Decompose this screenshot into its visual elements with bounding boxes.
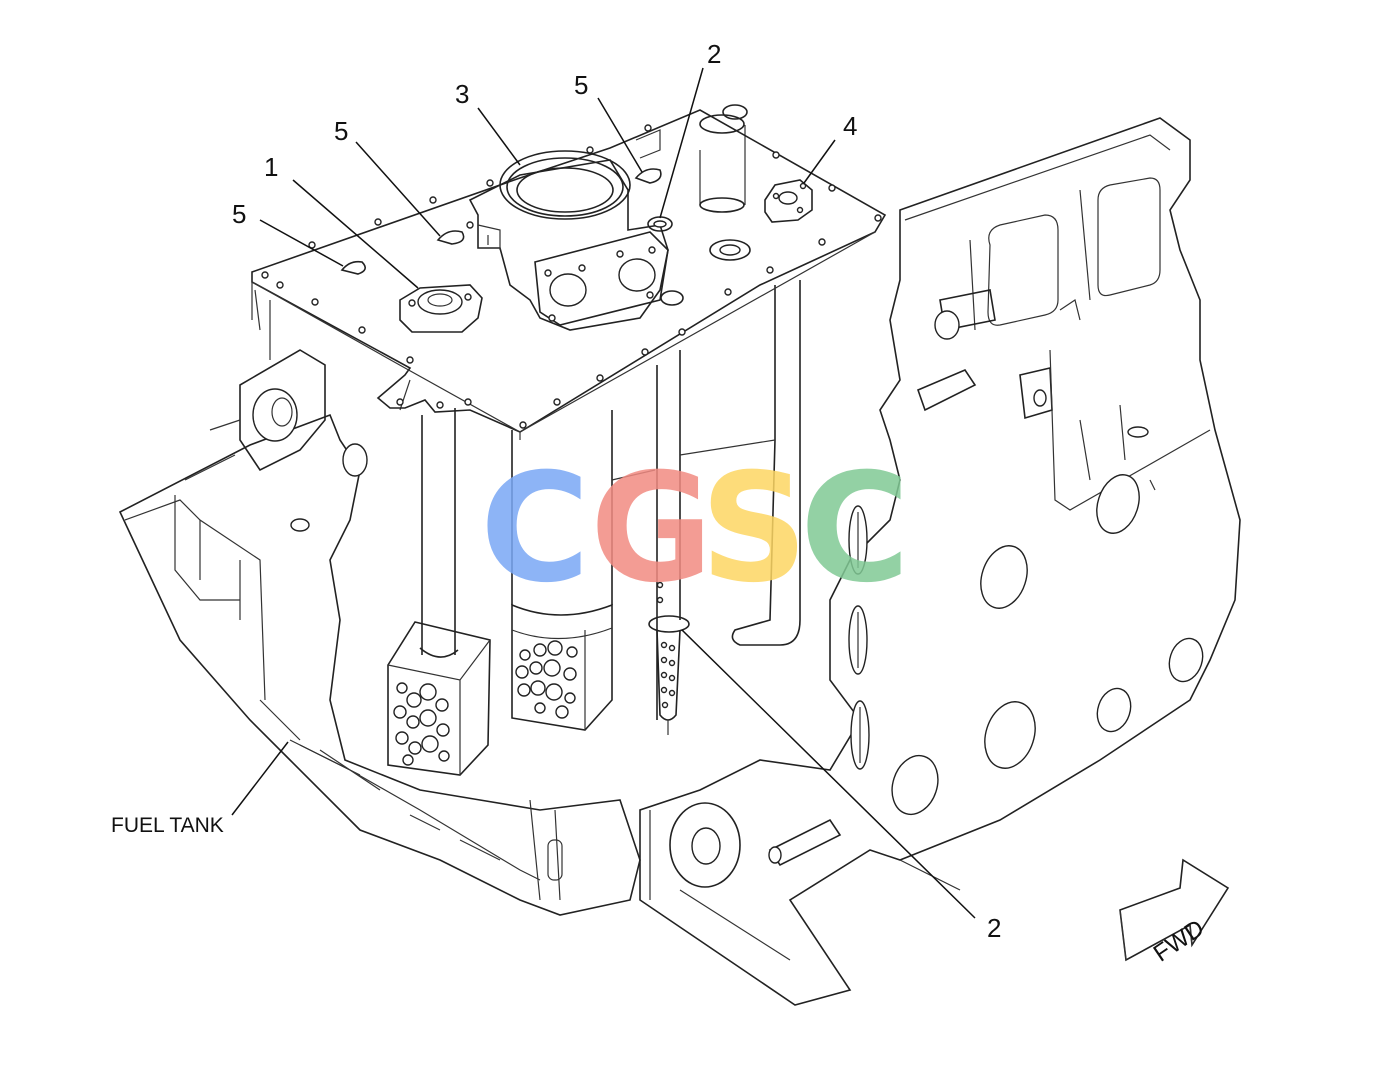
strainer-2-perforations <box>515 640 578 719</box>
watermark-letter-c1: C <box>480 442 590 616</box>
suction-tubes <box>387 114 801 776</box>
callout-5-middle: 5 <box>334 116 348 146</box>
cover-plate <box>251 104 887 440</box>
watermark: C G S C <box>480 442 910 616</box>
callout-2-top: 2 <box>707 39 721 69</box>
cover-plate-bolts <box>261 124 882 429</box>
fwd-label: FWD <box>1149 915 1209 968</box>
callout-5-right: 5 <box>574 70 588 100</box>
watermark-letter-c2: C <box>800 442 910 616</box>
watermark-letter-s: S <box>700 442 808 616</box>
callout-2-bottom: 2 <box>987 913 1001 943</box>
watermark-letter-g: G <box>590 442 713 616</box>
fuel-tank-label: FUEL TANK <box>111 814 224 837</box>
engine-block <box>639 117 1241 1006</box>
callout-5-left: 5 <box>232 199 246 229</box>
dip-tube-perforations <box>656 581 676 709</box>
strainer-1-perforations <box>393 682 450 766</box>
leader-lines <box>231 67 976 919</box>
fuel-tank-body <box>118 289 641 916</box>
callout-3: 3 <box>455 79 469 109</box>
callouts: 1 2 2 3 4 5 5 5 <box>232 39 1001 943</box>
forward-arrow: FWD <box>1119 858 1230 968</box>
callout-1: 1 <box>264 152 278 182</box>
callout-4: 4 <box>843 111 857 141</box>
